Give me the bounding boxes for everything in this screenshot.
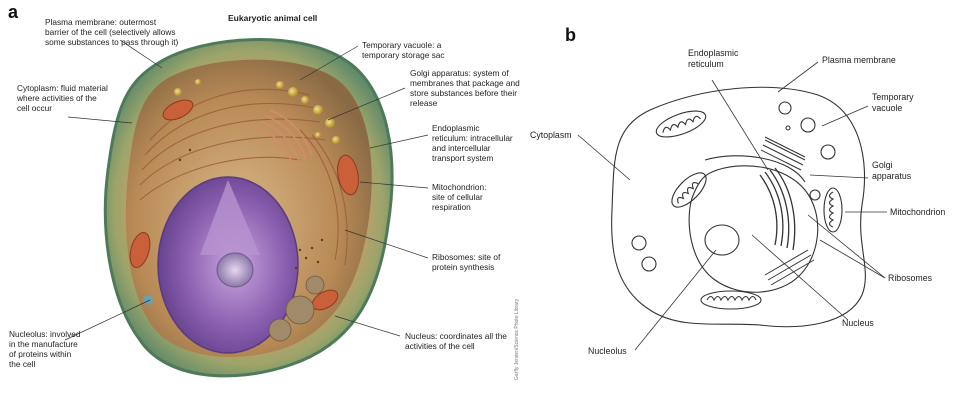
label-temporary-vacuole-a: Temporary vacuole: a temporary storage s… (362, 40, 445, 60)
label-mitochondrion-a: Mitochondrion: site of cellular respirat… (432, 182, 486, 212)
label-nucleus-a: Nucleus: coordinates all the activities … (405, 331, 507, 351)
label-cytoplasm-b: Cytoplasm (530, 130, 572, 141)
label-plasma-membrane-b: Plasma membrane (822, 55, 896, 66)
golgi-b (761, 137, 805, 170)
vacuole-2 (801, 118, 815, 132)
label-temporary-vacuole-b: Temporary vacuole (872, 92, 914, 113)
nucleolus-outline (705, 225, 739, 255)
vacuole-6 (642, 257, 656, 271)
label-golgi-b: Golgi apparatus (872, 160, 911, 181)
label-nucleolus-b: Nucleolus (588, 346, 627, 357)
label-er-a: Endoplasmic reticulum: intracellular and… (432, 123, 513, 163)
label-ribosomes-b: Ribosomes (888, 273, 932, 284)
vacuole-3 (821, 145, 835, 159)
label-mitochondrion-b: Mitochondrion (890, 207, 945, 218)
mitochondria-b (653, 106, 842, 309)
nucleolus-shape (217, 253, 253, 287)
label-cytoplasm-a: Cytoplasm: fluid material where activiti… (17, 83, 108, 113)
er-b (760, 168, 795, 250)
label-golgi-a: Golgi apparatus: system of membranes tha… (410, 68, 520, 108)
label-ribosomes-a: Ribosomes: site of protein synthesis (432, 252, 500, 272)
small-blue-vesicle (143, 295, 153, 305)
panel-b-letter: b (565, 25, 576, 46)
vacuole-5 (632, 236, 646, 250)
label-plasma-membrane-a: Plasma membrane: outermost barrier of th… (45, 17, 178, 47)
vacuole-7 (786, 126, 790, 130)
vacuole-4 (810, 190, 820, 200)
panel-b-leaders (578, 62, 887, 350)
label-er-b: Endoplasmic reticulum (688, 48, 738, 69)
vacuole-1 (779, 102, 791, 114)
image-credit: Garfly Jensen/Science Photo Library (514, 299, 520, 380)
label-nucleus-b: Nucleus (842, 318, 874, 329)
nucleus-outline (689, 166, 818, 292)
illustrated-cell (105, 40, 392, 376)
label-nucleolus-a: Nucleolus: involved in the manufacture o… (9, 329, 80, 369)
